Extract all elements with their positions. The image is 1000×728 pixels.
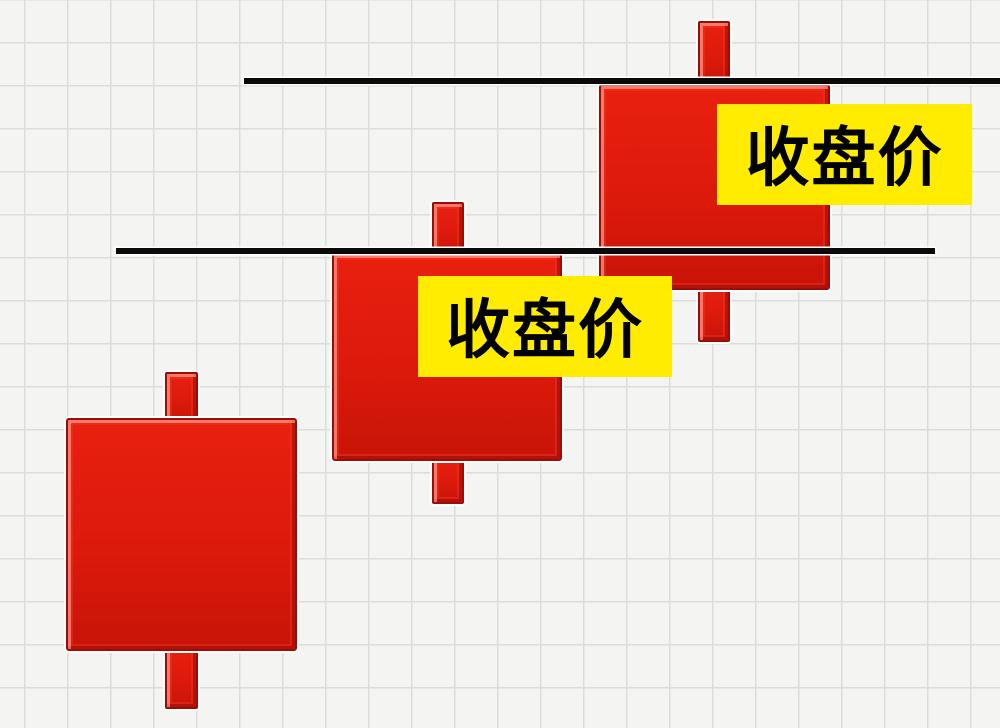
candle-1-upper-wick <box>165 372 198 424</box>
close-price-label-top: 收盘价 <box>717 104 972 205</box>
close-price-line-top <box>244 78 1000 84</box>
candle-2-lower-wick <box>432 455 464 504</box>
close-price-line-bottom <box>116 248 935 254</box>
candle-1-body <box>66 418 297 651</box>
candle-3-lower-wick <box>698 284 730 342</box>
close-price-label-bottom: 收盘价 <box>418 276 672 377</box>
candle-1-lower-wick <box>165 645 198 709</box>
